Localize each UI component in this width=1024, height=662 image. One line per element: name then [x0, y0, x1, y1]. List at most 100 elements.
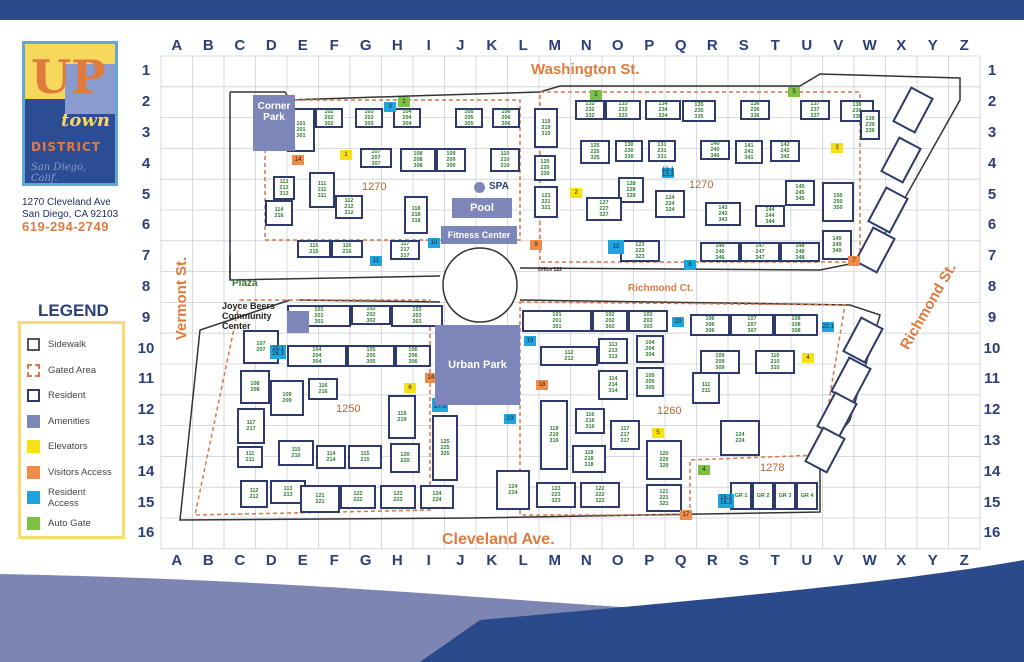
resident-building[interactable]: 124 224 [420, 485, 454, 509]
resident-building[interactable]: 111 211 311 [309, 172, 335, 208]
resident-building[interactable]: 109 209 [270, 380, 304, 416]
resident-building[interactable]: 103 203 303 [628, 310, 668, 332]
resident-building[interactable]: 145 245 345 [785, 180, 815, 206]
resident-building[interactable]: 117 217 317 [610, 420, 640, 450]
resident-building[interactable]: 105 205 305 [455, 108, 483, 128]
resident-building[interactable]: 104 204 304 [393, 108, 421, 128]
resident-building[interactable]: 103 203 303 [355, 108, 383, 128]
urban-park[interactable]: Urban Park [435, 325, 520, 405]
resident-building[interactable]: 149 249 349 [822, 230, 852, 260]
resident-marker[interactable]: 20 [672, 317, 684, 327]
resident-building[interactable]: 109 209 309 [436, 148, 466, 172]
resident-building[interactable]: 141 241 341 [735, 140, 763, 164]
resident-building[interactable]: 121 221 [300, 485, 340, 513]
elevators-marker[interactable]: 1 [340, 150, 352, 160]
resident-building[interactable]: 135 235 335 [682, 100, 716, 122]
phone-number[interactable]: 619-294-2749 [22, 219, 109, 234]
resident-building[interactable]: 148 248 348 [780, 242, 820, 262]
resident-building[interactable]: 125 225 325 [432, 415, 458, 481]
resident-building[interactable]: 139 239 339 [860, 110, 880, 140]
resident-building[interactable]: 122 222 [340, 485, 376, 509]
visitors-marker[interactable]: 18 [536, 380, 548, 390]
resident-marker[interactable]: 8 [684, 260, 696, 270]
resident-building[interactable]: 120 220 [390, 443, 420, 473]
auto-gate-marker[interactable]: 2 [590, 90, 602, 100]
resident-building[interactable]: 115 215 [348, 445, 382, 469]
resident-building[interactable]: 111 211 [692, 372, 720, 404]
resident-building[interactable]: 128 228 328 [618, 177, 644, 203]
resident-building[interactable]: 108 208 308 [774, 314, 818, 336]
resident-building[interactable]: 107 207 307 [730, 314, 774, 336]
resident-marker[interactable]: 10 [428, 238, 440, 248]
resident-marker[interactable]: 3 [384, 102, 396, 112]
community-center[interactable] [287, 311, 309, 333]
resident-building[interactable]: 130 230 330 [615, 140, 643, 162]
elevators-marker[interactable]: 2 [570, 188, 582, 198]
resident-marker[interactable]: 13.1 13.3 [662, 167, 674, 178]
resident-building[interactable]: GR 2 [752, 482, 774, 510]
resident-building[interactable]: 106 206 306 [395, 345, 431, 367]
auto-gate-marker[interactable]: 4 [698, 465, 710, 475]
resident-building[interactable]: 125 225 325 [580, 140, 610, 164]
resident-building[interactable]: 115 215 [297, 240, 331, 258]
resident-building[interactable]: 131 231 331 [648, 140, 676, 162]
resident-building[interactable]: 113 213 313 [273, 176, 295, 200]
resident-marker[interactable]: 19 [524, 336, 536, 346]
resident-building[interactable]: 104 204 304 [636, 335, 664, 363]
visitors-marker[interactable]: 14 [292, 155, 304, 165]
resident-building[interactable]: 116 216 [331, 240, 363, 258]
resident-building[interactable]: 114 216 [265, 200, 293, 226]
resident-building[interactable]: 143 243 343 [705, 202, 741, 226]
resident-building[interactable]: 118 218 318 [404, 196, 428, 234]
spa-icon[interactable] [474, 182, 485, 193]
resident-building[interactable]: 124 224 324 [655, 190, 685, 218]
corner-park[interactable]: Corner Park [253, 95, 295, 151]
resident-building[interactable]: 119 219 319 [534, 108, 558, 148]
resident-building[interactable]: 102 202 302 [351, 305, 391, 325]
resident-building[interactable]: 121 221 321 [534, 186, 558, 218]
resident-building[interactable]: 133 233 333 [605, 100, 641, 120]
resident-building[interactable]: 120 220 320 [534, 155, 556, 181]
resident-building[interactable]: 112 212 312 [335, 195, 363, 219]
resident-building[interactable]: GR 4 [796, 482, 818, 510]
resident-building[interactable]: 117 217 317 [390, 240, 420, 260]
resident-building[interactable]: GR 3 [774, 482, 796, 510]
visitors-marker[interactable]: 9 [530, 240, 542, 250]
resident-building[interactable]: 105 205 305 [636, 367, 664, 397]
resident-building[interactable]: 107 207 307 [360, 148, 392, 168]
resident-building[interactable]: 103 203 303 [391, 305, 443, 327]
resident-building[interactable]: 136 236 336 [740, 100, 770, 120]
visitors-marker[interactable]: 17 [680, 510, 692, 520]
elevators-marker[interactable]: 3 [831, 143, 843, 153]
resident-building[interactable]: 124 224 [720, 420, 760, 456]
resident-building[interactable]: 150 250 350 [822, 182, 854, 222]
resident-building[interactable]: 102 202 302 [592, 310, 628, 332]
resident-marker[interactable]: 16.1 16.3 [718, 494, 734, 508]
resident-building[interactable]: 101 201 301 [522, 310, 592, 332]
resident-building[interactable]: 108 208 308 [400, 148, 436, 172]
resident-building[interactable]: 132 232 332 [575, 100, 605, 120]
resident-building[interactable]: 106 206 306 [492, 108, 520, 128]
resident-building[interactable]: 137 237 337 [800, 100, 830, 120]
resident-building[interactable]: 116 216 [308, 378, 338, 400]
resident-building[interactable]: 108 208 [240, 370, 270, 404]
visitors-marker[interactable]: 24 [425, 373, 437, 383]
resident-building[interactable]: 117 217 [237, 408, 265, 444]
resident-building[interactable]: 112 212 [540, 346, 598, 366]
resident-building[interactable]: 110 210 310 [755, 350, 795, 374]
elevators-marker[interactable]: 4 [802, 353, 814, 363]
resident-building[interactable]: 119 219 [388, 395, 416, 439]
pool[interactable]: Pool [452, 198, 512, 218]
resident-building[interactable]: 120 220 320 [646, 440, 682, 480]
resident-building[interactable]: 142 242 342 [770, 140, 800, 162]
elevators-marker[interactable]: 5 [652, 428, 664, 438]
resident-building[interactable]: 124 224 [496, 470, 530, 510]
resident-building[interactable]: 147 247 347 [740, 242, 780, 262]
resident-building[interactable]: 109 209 309 [700, 350, 740, 374]
resident-building[interactable]: 110 210 310 [490, 148, 520, 172]
resident-building[interactable]: 123 223 323 [536, 482, 576, 508]
resident-building[interactable]: 116 216 316 [575, 408, 605, 434]
resident-building[interactable]: 114 214 [316, 445, 346, 469]
resident-building[interactable]: 140 240 340 [700, 140, 730, 160]
visitors-marker[interactable]: 7 [848, 256, 860, 266]
